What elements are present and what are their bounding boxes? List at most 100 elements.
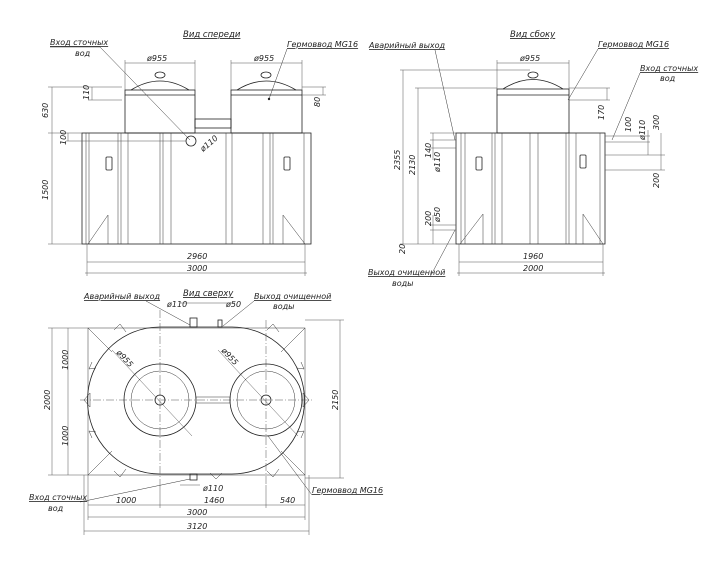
side-outlet-label: Выход очищенной <box>368 268 445 277</box>
top-diameter-110: ø110 <box>166 300 187 309</box>
side-diameter-50: ø50 <box>433 207 442 223</box>
level-indicator <box>579 154 587 169</box>
side-inlet-diameter: ø110 <box>638 120 647 141</box>
dim-20: 20 <box>398 244 407 254</box>
dim-2960: 2960 <box>187 252 207 261</box>
side-gland-label: Гермоввод MG16 <box>598 40 669 49</box>
side-lid <box>502 79 564 90</box>
dim-200b: 200 <box>652 173 661 188</box>
dim-3000: 3000 <box>187 264 207 273</box>
right-neck-inner <box>236 370 296 430</box>
side-tank-body <box>455 132 606 245</box>
outlet-leader <box>429 229 456 278</box>
diameter-leader <box>217 349 299 437</box>
dim-2130: 2130 <box>408 155 417 175</box>
frame-diagonals <box>87 327 306 476</box>
top-outlet-label: Выход очищенной <box>254 292 331 301</box>
reinforcement-tabs <box>83 323 310 480</box>
top-diameter-50: ø50 <box>225 300 241 309</box>
front-tank-body <box>81 132 312 245</box>
tank-ribs <box>459 133 604 245</box>
inlet-leader <box>79 478 191 503</box>
base-frame <box>87 327 306 476</box>
top-gland-label: Гермоввод MG16 <box>312 486 383 495</box>
lid-handle <box>154 71 166 79</box>
side-emergency-label: Аварийный выход <box>368 41 446 50</box>
dim-1500: 1500 <box>41 180 50 200</box>
front-right-neck <box>230 89 303 134</box>
front-left-lid <box>130 80 190 91</box>
side-outlet-label-2: воды <box>392 279 413 288</box>
dim-2000: 2000 <box>43 390 52 410</box>
treated-outlet-pipe <box>217 319 223 328</box>
emergency-leader <box>434 49 456 141</box>
dim-2355: 2355 <box>393 150 402 170</box>
left-neck-inner <box>130 370 190 430</box>
front-right-lid <box>236 80 297 91</box>
dim-1000-bottom: 1000 <box>61 426 70 446</box>
inlet-pipe-top <box>189 473 198 481</box>
outlet-leader <box>222 300 255 327</box>
side-view-title: Вид сбоку <box>510 30 556 40</box>
right-neck-outer <box>229 363 303 437</box>
dim-1000: 1000 <box>116 496 136 505</box>
lid-handle <box>527 71 539 79</box>
top-dimensions <box>48 302 344 535</box>
diameter-leader <box>111 349 193 437</box>
lid-handle <box>260 71 272 79</box>
front-inlet-diameter: ø110 <box>198 134 220 155</box>
gland-leader <box>268 48 288 100</box>
dim-300: 300 <box>652 115 661 130</box>
level-indicator <box>283 156 291 171</box>
dim-1960: 1960 <box>523 252 543 261</box>
dim-540: 540 <box>280 496 295 505</box>
dim-2000: 2000 <box>523 264 543 273</box>
emergency-outlet-pipe <box>189 317 198 328</box>
front-left-neck <box>124 89 196 134</box>
front-dimensions <box>48 60 326 276</box>
dim-200: 200 <box>424 211 433 226</box>
top-emergency-label: Аварийный выход <box>83 292 161 301</box>
gland-leader <box>267 435 313 496</box>
side-inlet-label: Вход сточных <box>640 64 698 73</box>
top-outlet-label-2: воды <box>273 302 294 311</box>
dim-100: 100 <box>59 130 68 145</box>
inlet-leader <box>611 72 641 141</box>
front-left-diameter: ø955 <box>146 54 167 63</box>
dim-80: 80 <box>313 97 322 107</box>
side-view: Вид сбоку Аварийный выход Гермоввод MG16… <box>368 30 698 288</box>
top-inlet-diameter: ø110 <box>202 484 223 493</box>
dim-170: 170 <box>597 105 606 120</box>
top-right-diameter: ø955 <box>219 345 240 367</box>
emergency-leader <box>145 300 191 326</box>
inlet-leader <box>99 46 191 141</box>
dim-630: 630 <box>41 103 50 118</box>
side-dimensions <box>400 60 665 276</box>
front-right-diameter: ø955 <box>253 54 274 63</box>
top-left-diameter: ø955 <box>114 347 135 369</box>
front-inlet-label: Вход сточных <box>50 38 108 47</box>
level-indicator <box>105 156 113 171</box>
front-view-title: Вид спереди <box>183 30 241 40</box>
left-neck-center <box>154 394 166 406</box>
front-inlet-label-2: вод <box>75 49 91 58</box>
dim-1000-top: 1000 <box>61 350 70 370</box>
side-inlet-label-2: вод <box>660 74 676 83</box>
front-view: Вид спереди Вход сточных вод Гермоввод M… <box>41 30 358 276</box>
side-diameter-110: ø110 <box>433 152 442 173</box>
top-tank-outline <box>87 326 305 475</box>
dim-2150: 2150 <box>331 390 340 410</box>
inlet-pipe <box>185 135 197 147</box>
dim-1460: 1460 <box>204 496 224 505</box>
dim-110: 110 <box>82 85 91 100</box>
dim-3120: 3120 <box>187 522 207 531</box>
top-inlet-label: Вход сточных <box>29 493 87 502</box>
side-neck <box>496 88 570 134</box>
top-view: Вид сверху Аварийный выход Выход очищенн… <box>29 289 383 535</box>
left-neck-outer <box>123 363 197 437</box>
connecting-pipe <box>194 118 232 129</box>
top-inlet-label-2: вод <box>48 504 64 513</box>
dim-140: 140 <box>424 143 433 158</box>
dim-3000-top: 3000 <box>187 508 207 517</box>
